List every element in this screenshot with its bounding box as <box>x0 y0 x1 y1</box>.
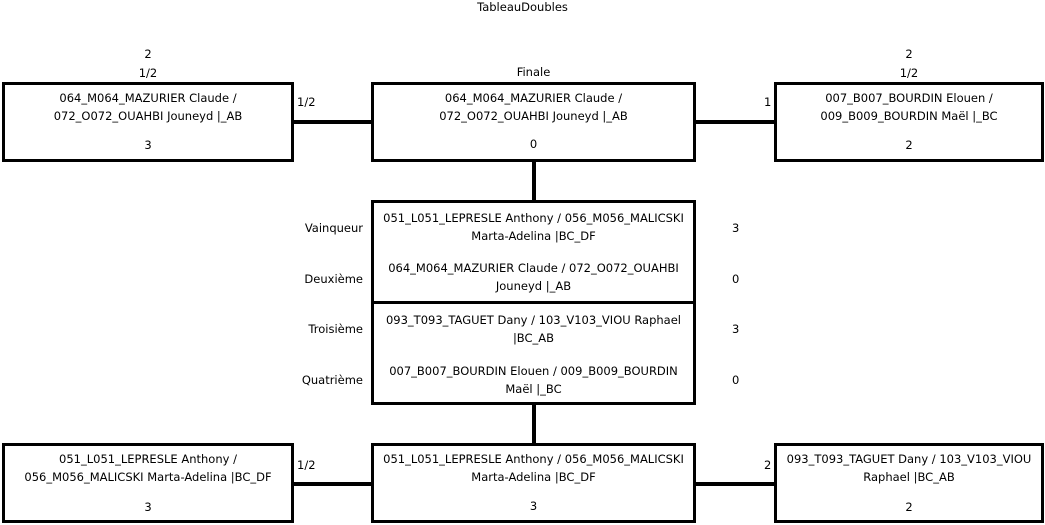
connector-top-left <box>294 120 371 124</box>
bottom-left-link-label: 1/2 <box>297 458 316 472</box>
team-names: 051_L051_LEPRESLE Anthony / 056_M056_MAL… <box>24 452 272 484</box>
match-box-final[interactable]: 064_M064_MAZURIER Claude / 072_O072_OUAH… <box>371 82 696 162</box>
rank-label-winner: Vainqueur <box>304 221 363 235</box>
top-left-seed: 2 <box>144 47 152 61</box>
ranking-box-top: 051_L051_LEPRESLE Anthony / 056_M056_MAL… <box>371 200 696 304</box>
team-score: 0 <box>529 137 538 151</box>
match-box-bottom-left[interactable]: 051_L051_LEPRESLE Anthony / 056_M056_MAL… <box>2 443 294 523</box>
top-left-link-label: 1/2 <box>297 95 316 109</box>
match-box-bottom-right[interactable]: 093_T093_TAGUET Dany / 103_V103_VIOU Rap… <box>774 443 1044 523</box>
team-score: 2 <box>905 138 913 152</box>
team-score: 3 <box>144 500 152 514</box>
ranking-names-winner: 051_L051_LEPRESLE Anthony / 056_M056_MAL… <box>383 211 684 243</box>
rank-label-second: Deuxième <box>304 272 363 286</box>
match-box-top-left[interactable]: 064_M064_MAZURIER Claude / 072_O072_OUAH… <box>2 82 294 162</box>
match-box-top-right[interactable]: 007_B007_BOURDIN Elouen / 009_B009_BOURD… <box>774 82 1044 162</box>
top-right-round-label: 1/2 <box>899 66 919 80</box>
team-names: 064_M064_MAZURIER Claude / 072_O072_OUAH… <box>53 91 243 123</box>
ranking-names-second: 064_M064_MAZURIER Claude / 072_O072_OUAH… <box>388 261 679 293</box>
rank-label-third: Troisième <box>308 322 363 336</box>
match-box-bottom-center[interactable]: 051_L051_LEPRESLE Anthony / 056_M056_MAL… <box>371 443 696 523</box>
top-right-link-label: 1 <box>764 95 772 109</box>
team-score: 3 <box>529 499 538 513</box>
top-right-seed: 2 <box>905 47 913 61</box>
ranking-box-bottom: 093_T093_TAGUET Dany / 103_V103_VIOU Rap… <box>371 301 696 405</box>
connector-ranking-bottom <box>532 405 536 443</box>
connector-bottom-left <box>294 482 371 486</box>
team-names: 051_L051_LEPRESLE Anthony / 056_M056_MAL… <box>383 452 684 484</box>
ranking-score-second: 0 <box>732 272 740 286</box>
connector-top-right <box>696 120 774 124</box>
ranking-score-third: 3 <box>732 322 740 336</box>
rank-label-fourth: Quatrième <box>301 373 363 387</box>
bottom-right-link-label: 2 <box>764 458 772 472</box>
team-names: 064_M064_MAZURIER Claude / 072_O072_OUAH… <box>439 91 628 123</box>
connector-final-ranking <box>532 162 536 200</box>
final-label: Finale <box>516 65 551 79</box>
ranking-score-fourth: 0 <box>732 373 740 387</box>
top-left-round-label: 1/2 <box>138 66 158 80</box>
ranking-names-third: 093_T093_TAGUET Dany / 103_V103_VIOU Rap… <box>385 313 682 345</box>
team-names: 007_B007_BOURDIN Elouen / 009_B009_BOURD… <box>820 91 998 123</box>
team-score: 3 <box>144 138 152 152</box>
team-score: 2 <box>905 500 913 514</box>
ranking-score-winner: 3 <box>732 221 740 235</box>
page-title: TableauDoubles <box>477 0 568 14</box>
team-names: 093_T093_TAGUET Dany / 103_V103_VIOU Rap… <box>786 452 1032 484</box>
connector-bottom-right <box>696 482 774 486</box>
ranking-names-fourth: 007_B007_BOURDIN Elouen / 009_B009_BOURD… <box>389 364 678 396</box>
